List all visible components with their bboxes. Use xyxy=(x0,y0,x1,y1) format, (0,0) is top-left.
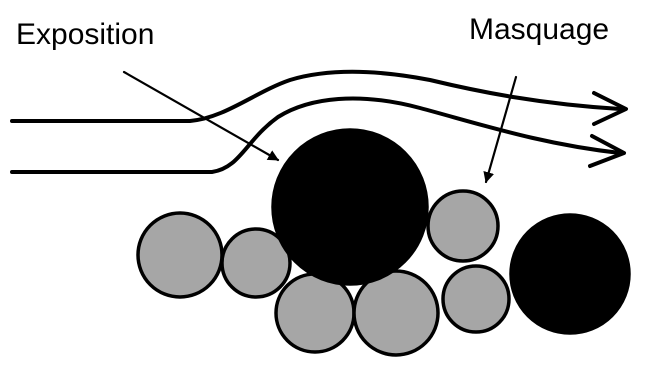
flow-line-upper xyxy=(10,69,622,123)
fine-grain xyxy=(441,264,511,334)
fine-grains xyxy=(136,189,511,357)
masquage-label: Masquage xyxy=(469,13,610,46)
fine-grain xyxy=(274,272,356,354)
masquage-pointer-arrow xyxy=(483,75,518,184)
flow-arrowhead-upper-icon xyxy=(592,91,628,126)
coarse-grain xyxy=(509,213,631,335)
flow-lines xyxy=(10,69,628,174)
flow-line-lower xyxy=(10,96,622,174)
fine-grain xyxy=(352,269,440,357)
fine-grain xyxy=(136,211,224,299)
exposition-pointer-arrow xyxy=(122,70,280,162)
coarse-grains xyxy=(271,128,631,335)
exposition-label: Exposition xyxy=(16,18,155,51)
flow-arrowhead-lower-icon xyxy=(588,134,626,168)
coarse-grain xyxy=(271,128,429,286)
fine-grain xyxy=(220,227,292,299)
fine-grain xyxy=(426,189,500,263)
